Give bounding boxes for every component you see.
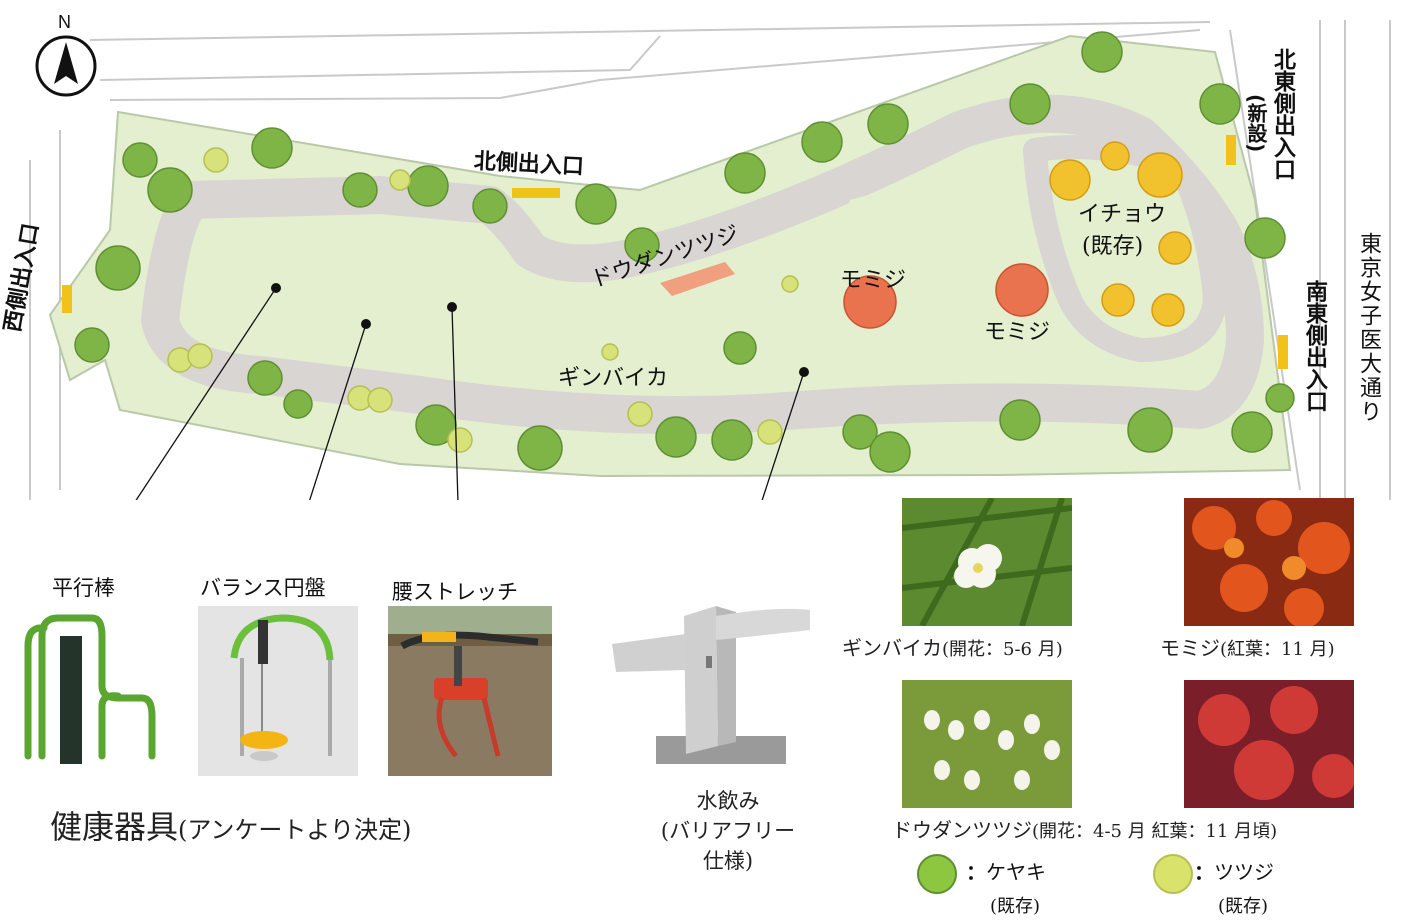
momiji-name: モミジ bbox=[1160, 636, 1220, 660]
northeast-entrance-mark bbox=[1226, 135, 1236, 165]
north-arrow-icon bbox=[35, 35, 97, 97]
northeast-entrance-text: 北東側出入口 bbox=[1270, 48, 1295, 180]
heikoubou-photo bbox=[18, 606, 168, 776]
waist-stretch-icon bbox=[388, 606, 552, 758]
stretch-photo bbox=[388, 606, 552, 776]
parallel-bars-icon bbox=[24, 614, 156, 764]
keyaki-name: ケヤキ bbox=[986, 860, 1046, 884]
tsutsuji-shrubs bbox=[167, 147, 799, 453]
momiji-label-1: モミジ bbox=[840, 268, 907, 293]
dodan-hedge bbox=[660, 262, 735, 296]
momiji-label-2: モミジ bbox=[984, 320, 1051, 345]
southeast-entrance-label: 南東側出入口 bbox=[1302, 280, 1327, 412]
compass: N bbox=[34, 12, 98, 98]
dodan-flower-photo bbox=[902, 680, 1072, 808]
ginbaika-note: (開花：5-6 月) bbox=[942, 639, 1063, 660]
fountain-label: 水飲み (バリアフリー 仕様) bbox=[648, 786, 808, 876]
north-entrance-mark bbox=[512, 188, 560, 198]
tsutsuji-name: ツツジ bbox=[1214, 860, 1274, 884]
north-entrance-label: 北側出入口 bbox=[473, 149, 585, 180]
icho-label: イチョウ bbox=[1078, 202, 1167, 227]
keyaki-legend-note: (既存) bbox=[990, 896, 1041, 917]
momiji-photo bbox=[1184, 498, 1354, 626]
west-entrance-mark bbox=[62, 285, 72, 313]
leader-lines bbox=[135, 287, 805, 500]
maple-trees bbox=[843, 263, 1049, 329]
ginbaika-label: ギンバイカ bbox=[558, 366, 669, 391]
northeast-entrance-note: (新設) bbox=[1244, 94, 1268, 153]
keyaki-legend-name: ：ケヤキ bbox=[966, 856, 1046, 885]
balance-label: バランス円盤 bbox=[200, 576, 326, 600]
tsutsuji-colon: ： bbox=[1194, 860, 1214, 884]
momiji-leaves-icon bbox=[1184, 498, 1354, 626]
dodan-note: (開花：4-5 月 紅葉：11 月頃) bbox=[1032, 821, 1278, 842]
ginbaika-photo bbox=[902, 498, 1072, 626]
stretch-label: 腰ストレッチ bbox=[392, 580, 518, 604]
keyaki-legend-icon bbox=[917, 854, 957, 894]
icho-note: (既存) bbox=[1082, 234, 1144, 259]
equipment-heading-note: (アンケートより決定) bbox=[178, 816, 412, 844]
water-fountain-icon bbox=[612, 606, 810, 764]
heikoubou-label: 平行棒 bbox=[52, 576, 115, 600]
ginbaika-name: ギンバイカ bbox=[842, 636, 942, 660]
southeast-entrance-mark bbox=[1278, 335, 1288, 369]
fountain-label-line2: (バリアフリー bbox=[660, 819, 796, 843]
dodan-foliage-photo bbox=[1184, 680, 1354, 808]
balance-photo bbox=[198, 606, 358, 776]
keyaki-colon: ： bbox=[966, 860, 986, 884]
dodan-flower-icon bbox=[902, 680, 1072, 808]
tsutsuji-legend-note: (既存) bbox=[1218, 896, 1269, 917]
park-map bbox=[29, 20, 1391, 500]
equipment-heading: 健康器具(アンケートより決定) bbox=[50, 802, 411, 848]
equipment-heading-main: 健康器具 bbox=[50, 808, 179, 846]
fountain-photo bbox=[606, 586, 816, 776]
compass-letter: N bbox=[58, 12, 71, 32]
keyaki-trees bbox=[74, 31, 1295, 473]
street-lines bbox=[29, 20, 1391, 500]
dodan-foliage-icon bbox=[1184, 680, 1354, 808]
tsutsuji-legend-icon bbox=[1153, 854, 1193, 894]
momiji-note: (紅葉：11 月) bbox=[1220, 639, 1335, 660]
walking-path bbox=[141, 94, 1264, 434]
ginbaika-caption: ギンバイカ(開花：5-6 月) bbox=[842, 632, 1063, 661]
dodan-caption: ドウダンツツジ(開花：4-5 月 紅葉：11 月頃) bbox=[892, 814, 1277, 843]
fountain-label-line3: 仕様) bbox=[702, 849, 754, 873]
tsutsuji-legend-name: ：ツツジ bbox=[1194, 856, 1274, 885]
ginkgo-trees bbox=[1049, 141, 1192, 327]
balance-disk-icon bbox=[230, 614, 334, 761]
road-label: 東京女子医大通り bbox=[1356, 232, 1381, 424]
dodan-name: ドウダンツツジ bbox=[892, 818, 1032, 842]
momiji-caption: モミジ(紅葉：11 月) bbox=[1160, 632, 1335, 661]
ginbaika-flower-icon bbox=[902, 498, 1072, 626]
fountain-label-line1: 水飲み bbox=[696, 789, 760, 813]
